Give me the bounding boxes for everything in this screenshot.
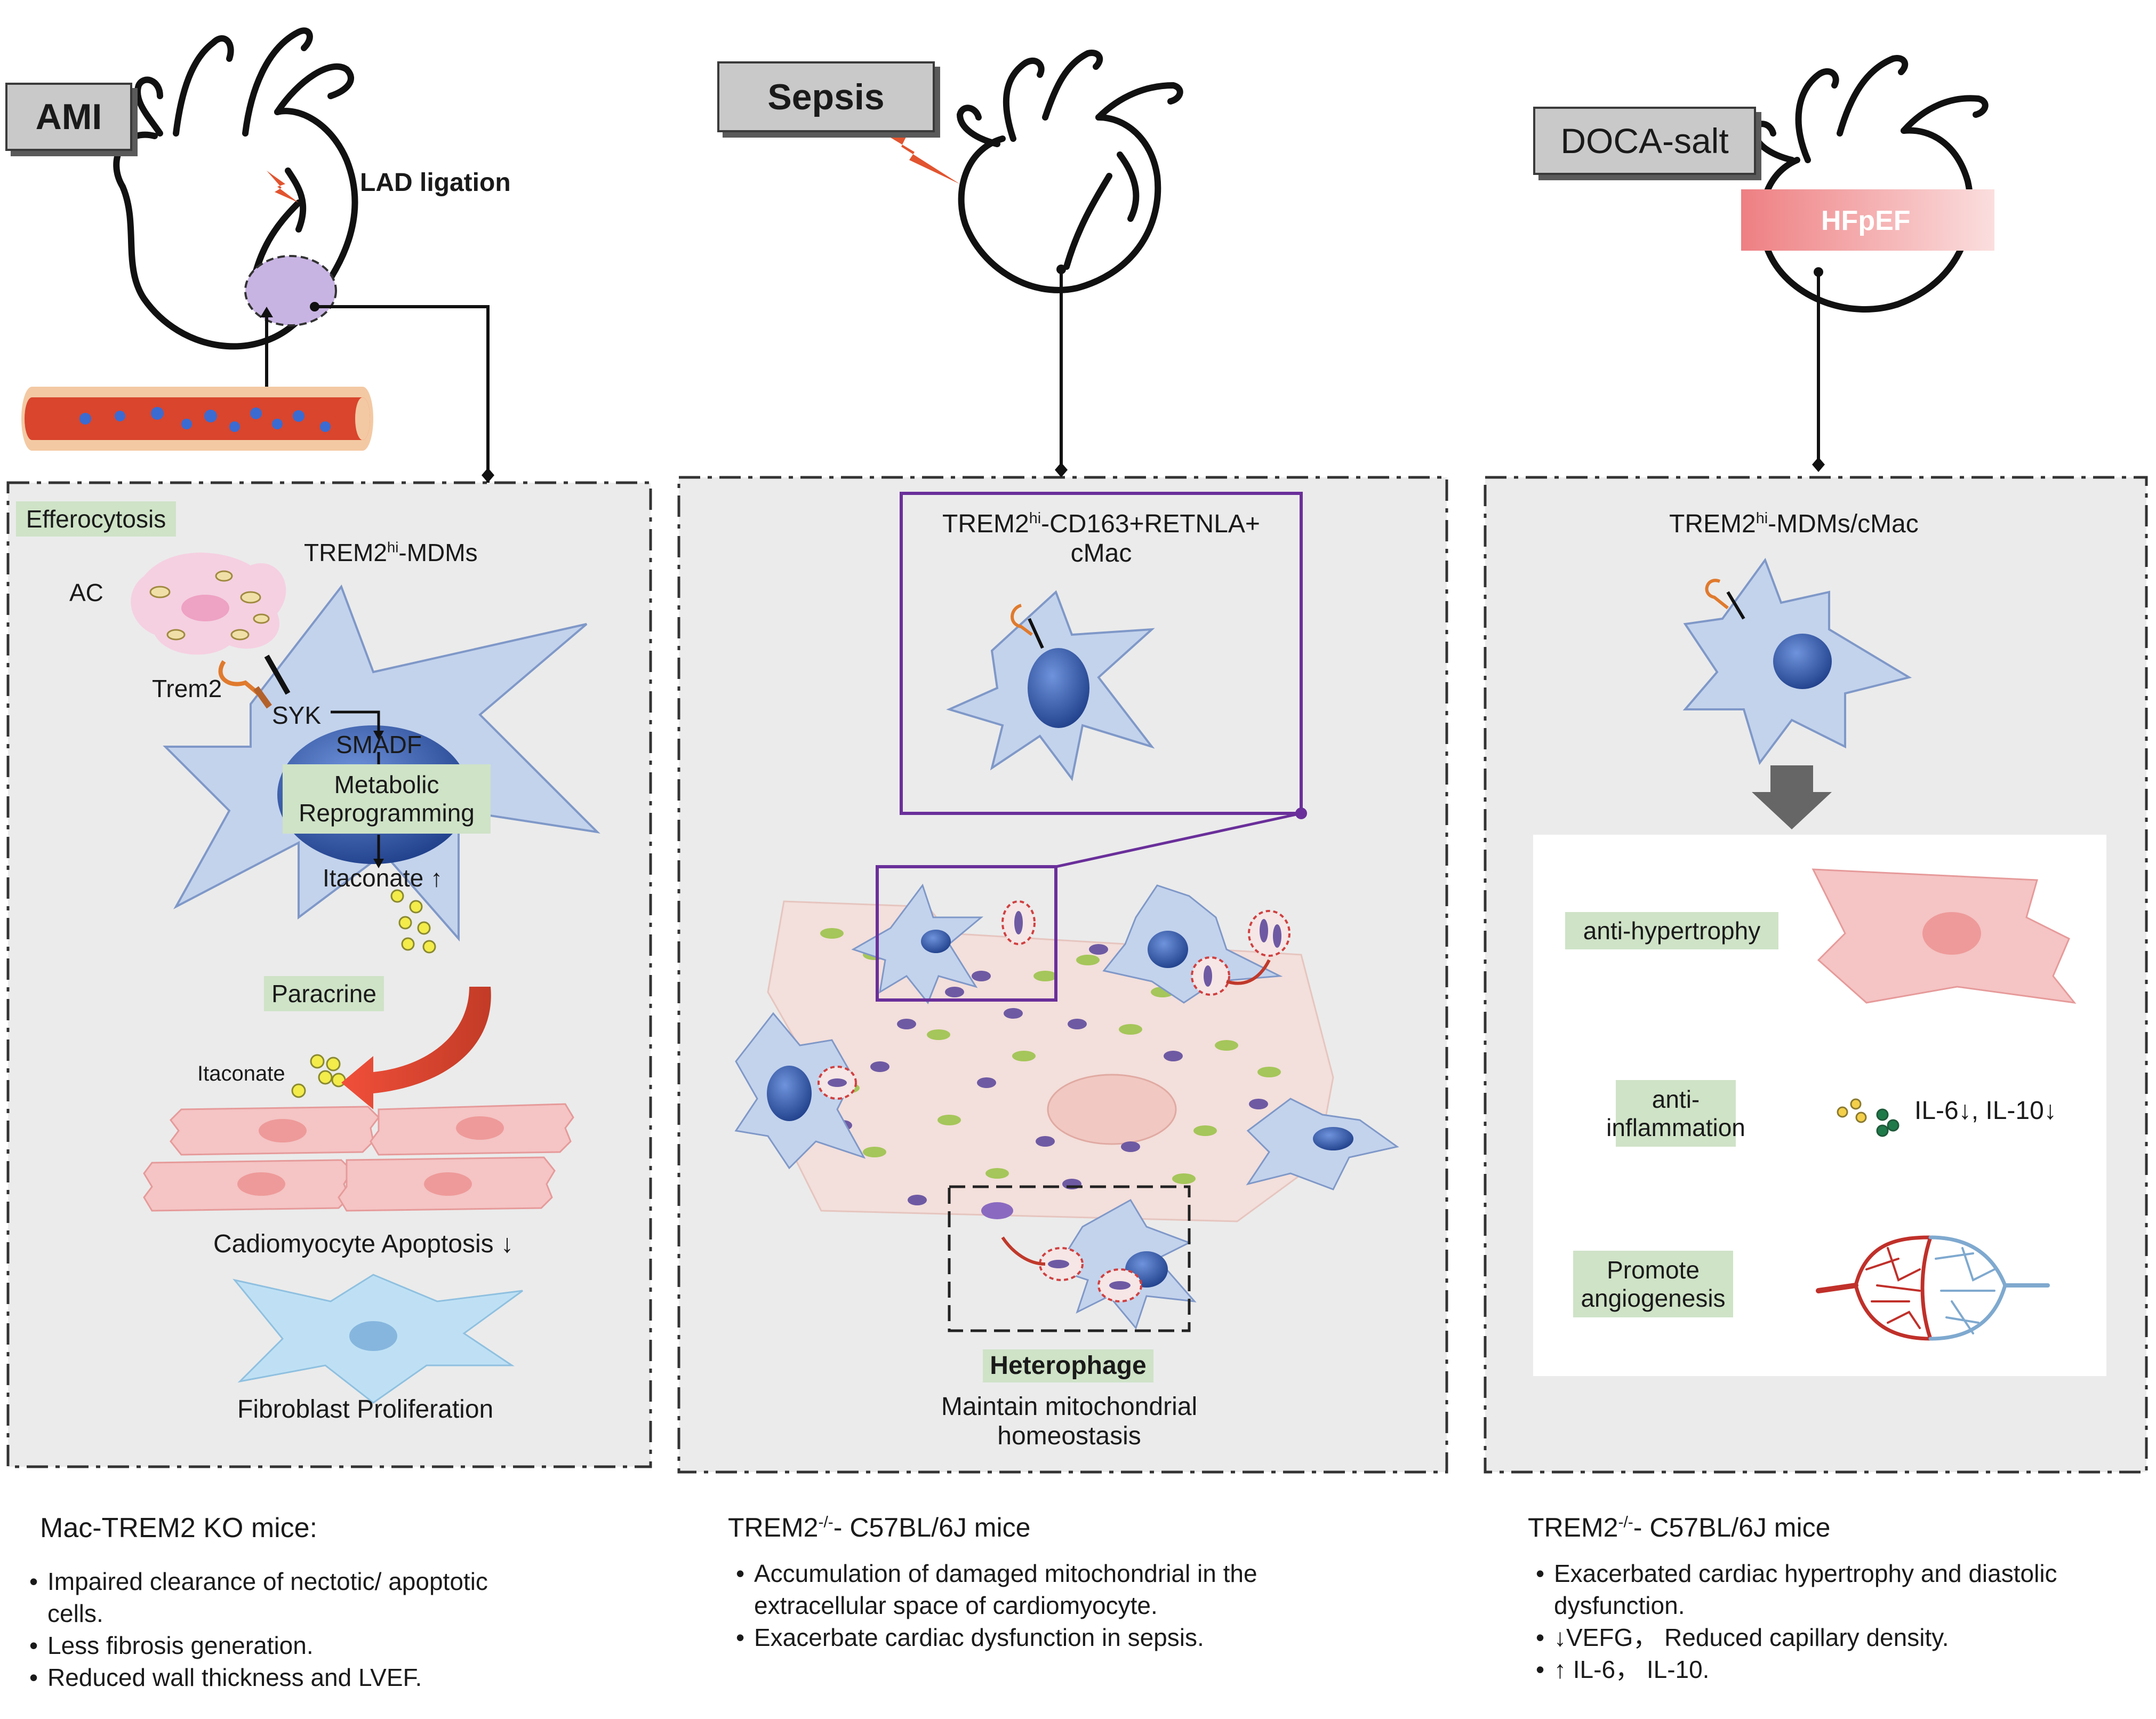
doca-ko-title: TREM2-/-- C57BL/6J mice: [1528, 1513, 1831, 1542]
apoptotic-cell: [131, 553, 286, 655]
paracrine-label: Paracrine: [264, 976, 384, 1011]
ac-label: AC: [69, 579, 103, 606]
down-arrow-icon: [1752, 765, 1832, 829]
doca-label: DOCA-salt: [1533, 107, 1756, 175]
smadf-label: SMADF: [336, 731, 422, 758]
heterophage-box: [948, 1185, 1191, 1332]
itaconate-label: Itaconate: [197, 1062, 285, 1085]
list-item: Accumulation of damaged mitochondrial in…: [736, 1557, 1360, 1621]
ami-infarct-zone: [244, 255, 337, 326]
syk-label: SYK: [272, 701, 322, 729]
list-item: Less fibrosis generation.: [29, 1629, 488, 1661]
list-item: Exacerbated cardiac hypertrophy and dias…: [1536, 1557, 2069, 1621]
doca-heart: [1751, 55, 1989, 313]
cytokines-label: IL-6↓, IL-10↓: [1914, 1097, 2057, 1125]
sepsis-small-purple-box: [876, 865, 1057, 1002]
sepsis-ko-list: Accumulation of damaged mitochondrial in…: [736, 1557, 1360, 1653]
itaconate-up-label: Itaconate ↑: [323, 864, 443, 892]
ami-lightning-icon: [267, 171, 299, 203]
ami-label: AMI: [5, 83, 132, 151]
list-item: Impaired clearance of nectotic/ apoptoti…: [29, 1565, 488, 1629]
heterophage-label: Heterophage: [983, 1349, 1153, 1382]
doca-ko-list: Exacerbated cardiac hypertrophy and dias…: [1536, 1557, 2069, 1685]
list-item: Reduced wall thickness and LVEF.: [29, 1661, 488, 1693]
sepsis-box-title: TREM2hi-CD163+RETNLA+ cMac: [942, 510, 1260, 568]
blood-vessel: [21, 387, 373, 451]
sepsis-cmac-box: [900, 492, 1303, 815]
sepsis-lightning-icon: [875, 128, 960, 184]
anti-hypertrophy-label: anti-hypertrophy: [1565, 912, 1778, 949]
sepsis-label: Sepsis: [717, 61, 935, 132]
angiogenesis-label: Promote angiogenesis: [1573, 1251, 1733, 1317]
angiogenesis-network: [1816, 1235, 2050, 1341]
hfpef-label: HFpEF: [1821, 205, 1911, 236]
ami-heart: [113, 27, 358, 350]
list-item: ↑ IL-6， IL-10.: [1536, 1653, 2069, 1685]
doca-cell-title: TREM2hi-MDMs/cMac: [1669, 510, 1919, 538]
sepsis-ko-title: TREM2-/-- C57BL/6J mice: [728, 1513, 1031, 1542]
apoptosis-label: Cadiomyocyte Apoptosis ↓: [213, 1230, 514, 1258]
trem2-label: Trem2: [152, 675, 222, 702]
list-item: Exacerbate cardiac dysfunction in sepsis…: [736, 1621, 1360, 1653]
lad-ligation-label: LAD ligation: [360, 169, 511, 197]
paracrine-arrow: [341, 987, 491, 1109]
list-item: ↓VEFG， Reduced capillary density.: [1536, 1621, 2069, 1653]
ami-ko-list: Impaired clearance of nectotic/ apoptoti…: [29, 1565, 488, 1693]
sepsis-heart: [957, 50, 1183, 293]
ami-cell-title: TREM2hi-MDMs: [304, 539, 478, 566]
fibroblast-label: Fibroblast Proliferation: [237, 1395, 494, 1424]
efferocytosis-label: Efferocytosis: [16, 501, 176, 537]
anti-inflammation-label: anti- inflammation: [1606, 1080, 1745, 1147]
ami-ko-title: Mac-TREM2 KO mice:: [40, 1513, 318, 1544]
hfpef-banner: [1741, 189, 1994, 251]
